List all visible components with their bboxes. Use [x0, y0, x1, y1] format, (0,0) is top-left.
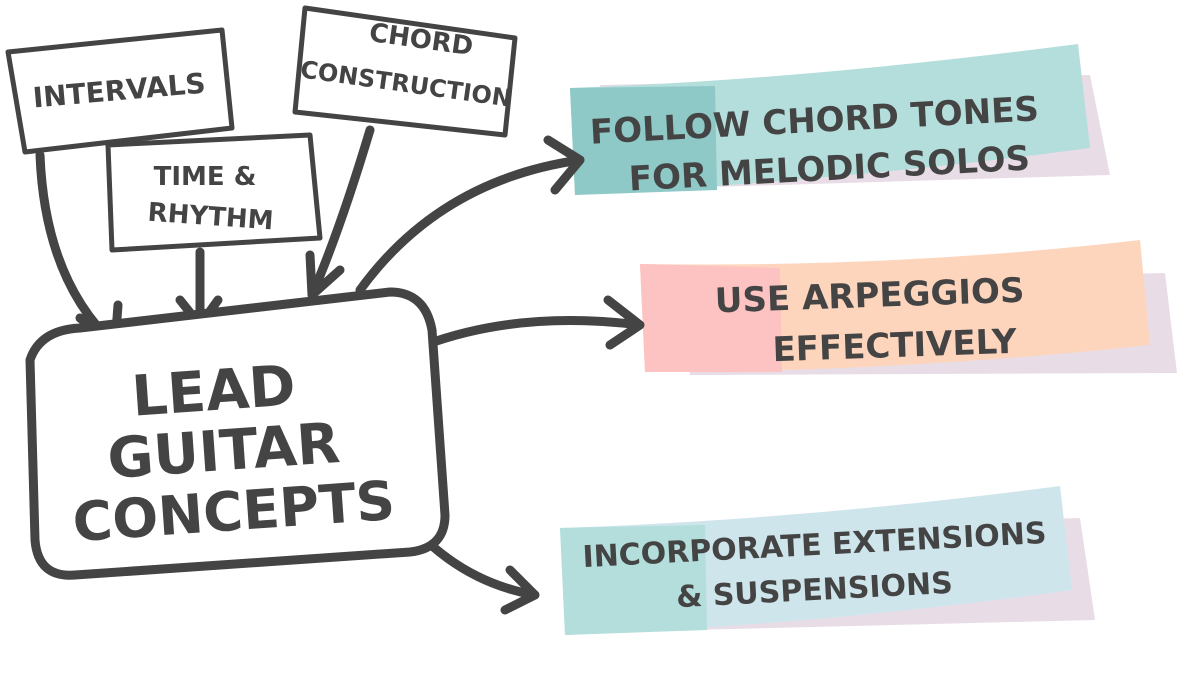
arrow-to-arpeggios: [420, 295, 645, 350]
arrow-to-chord-tones: [355, 135, 585, 295]
arrow-chord-construction: [305, 125, 375, 300]
banner-accent: [570, 86, 717, 195]
output-text-line: EFFECTIVELY: [772, 322, 1018, 371]
box-intervals: INTERVALS: [5, 27, 235, 155]
box-time-rhythm: TIME & RHYTHM: [105, 132, 323, 253]
box-chord-construction: CHORD CONSTRUCTION: [292, 5, 518, 138]
banner-extensions: INCORPORATE EXTENSIONS & SUSPENSIONS: [560, 486, 1095, 635]
box-lead-guitar-concepts: LEAD GUITAR CONCEPTS: [25, 287, 450, 580]
banner-chord-tones: FOLLOW CHORD TONES FOR MELODIC SOLOS: [570, 44, 1110, 199]
arrow-intervals: [35, 150, 123, 350]
banner-accent: [560, 525, 707, 635]
banner-arpeggios: USE ARPEGGIOS EFFECTIVELY: [640, 240, 1177, 375]
arrows: [35, 125, 645, 615]
center-title-line: GUITAR: [105, 411, 342, 492]
center-title-line: LEAD: [130, 353, 298, 429]
banner-accent: [640, 264, 782, 372]
time-rhythm-label: TIME &: [154, 162, 257, 192]
